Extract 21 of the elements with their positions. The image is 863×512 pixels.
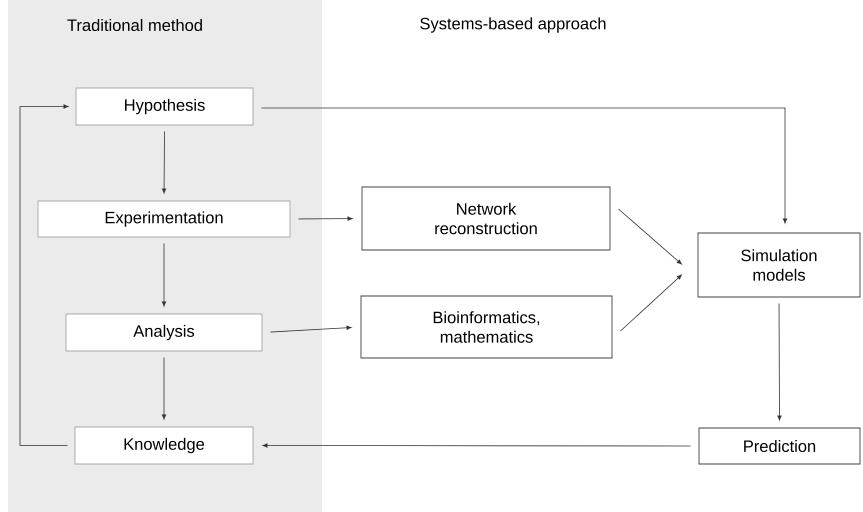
arrow	[162, 357, 166, 420]
process-box: Prediction	[698, 428, 860, 464]
arrow	[20, 104, 68, 446]
section-heading: Systems-based approach	[420, 17, 606, 33]
arrow	[618, 208, 682, 264]
arrow	[261, 108, 788, 224]
arrow	[777, 303, 782, 420]
process-box: Bioinformatics, mathematics	[360, 296, 612, 358]
process-box: Hypothesis	[76, 88, 254, 126]
arrow	[162, 243, 166, 306]
panel-heading: Traditional method	[67, 18, 202, 32]
process-box: Knowledge	[74, 426, 254, 464]
process-box: Simulation models	[698, 232, 860, 298]
process-box: Analysis	[66, 314, 262, 352]
process-box: Network reconstruction	[362, 186, 610, 250]
arrow	[620, 274, 682, 332]
process-box: Experimentation	[38, 200, 290, 238]
arrow	[270, 326, 352, 332]
arrow	[262, 443, 691, 448]
arrow	[298, 216, 352, 221]
arrow	[162, 131, 166, 194]
